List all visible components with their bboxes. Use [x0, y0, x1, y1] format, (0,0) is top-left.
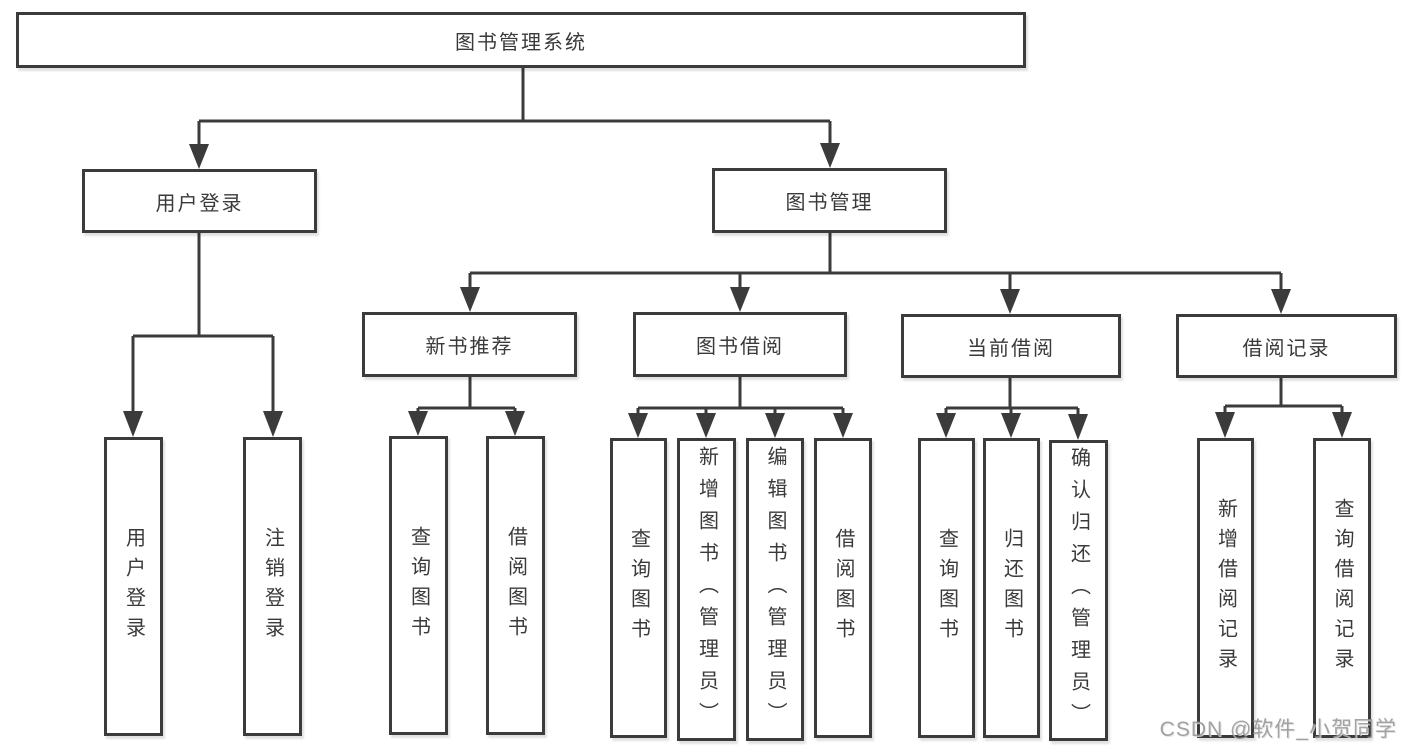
leaf-query-borrow-record: 查询借阅记录 — [1313, 438, 1371, 738]
leaf-query-books-borrow: 查询图书 — [610, 438, 667, 738]
leaf-user-login: 用户登录 — [104, 437, 163, 736]
connector-borrow-records — [1215, 378, 1352, 438]
csdn-watermark: CSDN @软件_小贺同学 — [1159, 718, 1397, 741]
connector-new-book — [408, 377, 525, 436]
connector-current-borrow — [936, 378, 1088, 440]
connector-book-borrow — [628, 377, 853, 438]
node-current-borrow: 当前借阅 — [901, 314, 1121, 378]
node-root: 图书管理系统 — [16, 12, 1026, 68]
leaf-edit-books-admin: 编辑图书（管理员） — [746, 438, 804, 741]
leaf-query-books-current: 查询图书 — [918, 438, 975, 738]
leaf-query-books-recommend: 查询图书 — [389, 436, 448, 735]
leaf-logout-login: 注销登录 — [243, 437, 302, 736]
leaf-borrow-books-recommend: 借阅图书 — [486, 436, 545, 735]
connector-user-login — [123, 233, 283, 437]
leaf-borrow-books-borrow: 借阅图书 — [814, 438, 872, 738]
node-user-login: 用户登录 — [82, 169, 317, 233]
node-book-management: 图书管理 — [712, 168, 947, 233]
node-new-book-recommend: 新书推荐 — [362, 312, 577, 377]
connector-book-management — [460, 233, 1291, 314]
node-book-borrow: 图书借阅 — [633, 312, 847, 377]
leaf-return-books: 归还图书 — [983, 438, 1040, 738]
connector-root — [189, 68, 840, 169]
leaf-confirm-return-admin: 确认归还（管理员） — [1049, 440, 1108, 741]
node-borrow-records: 借阅记录 — [1176, 314, 1397, 378]
leaf-add-books-admin: 新增图书（管理员） — [677, 438, 736, 741]
leaf-add-borrow-record: 新增借阅记录 — [1197, 438, 1254, 738]
